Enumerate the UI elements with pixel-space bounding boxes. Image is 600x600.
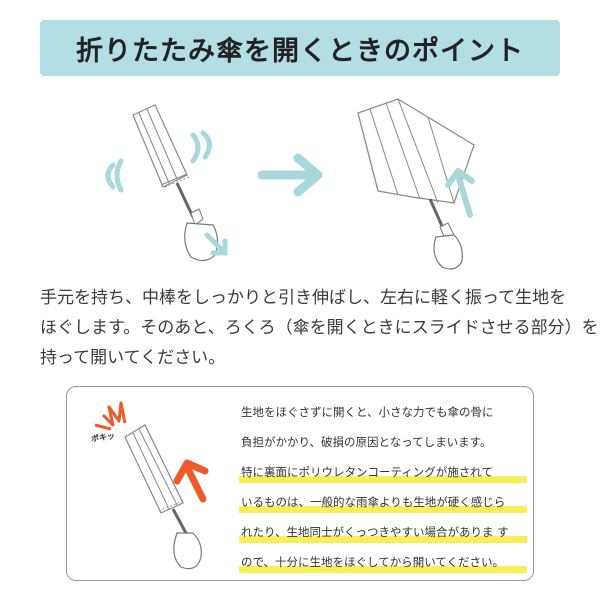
- instruction-line: ほぐします。そのあと、ろくろ（傘を開くときにスライドさせる部分）を: [40, 318, 599, 338]
- opening-umbrella-illustration: [357, 98, 475, 270]
- title-banner: 折りたたみ傘を開くときのポイント: [40, 20, 560, 76]
- note-line-highlighted: 特に裏面にポリウレタンコーティングが施されて: [239, 457, 531, 487]
- instructions-text: 手元を持ち、中棒をしっかりと引き伸ばし、左右に軽く振って生地を ほぐします。その…: [40, 283, 599, 373]
- note-line-highlighted: いるものは、一般的な雨傘よりも生地が硬く感じら: [239, 487, 531, 517]
- closed-umbrella-shake-illustration: [105, 104, 228, 262]
- note-text: 生地をほぐさずに開くと、小さな力でも傘の骨に 負担がかかり、破損の原因となってし…: [239, 397, 531, 577]
- broken-umbrella-illustration: [94, 401, 209, 570]
- instruction-line: 持って開いてください。: [40, 348, 226, 368]
- note-line: 生地をほぐさずに開くと、小さな力でも傘の骨に: [241, 405, 494, 419]
- right-arrow-icon: [258, 153, 323, 197]
- note-line: 負担がかかり、破損の原因となってしまいます。: [241, 435, 492, 449]
- burst-warning-icon: [94, 401, 127, 431]
- warning-note-box: ポキッ 生地をほぐさずに開くと、小さな力でも傘の骨に 負担がかかり、破損の原因と…: [66, 386, 534, 581]
- page-title: 折りたたみ傘を開くときのポイント: [76, 35, 524, 67]
- instruction-line: 手元を持ち、中棒をしっかりと引き伸ばし、左右に軽く振って生地を: [40, 288, 567, 308]
- note-line-highlighted: ので、十分に生地をほぐしてから開いてください。: [239, 547, 531, 577]
- note-line-highlighted: れたり、生地同士がくっつきやすい場合がありま す: [239, 517, 531, 547]
